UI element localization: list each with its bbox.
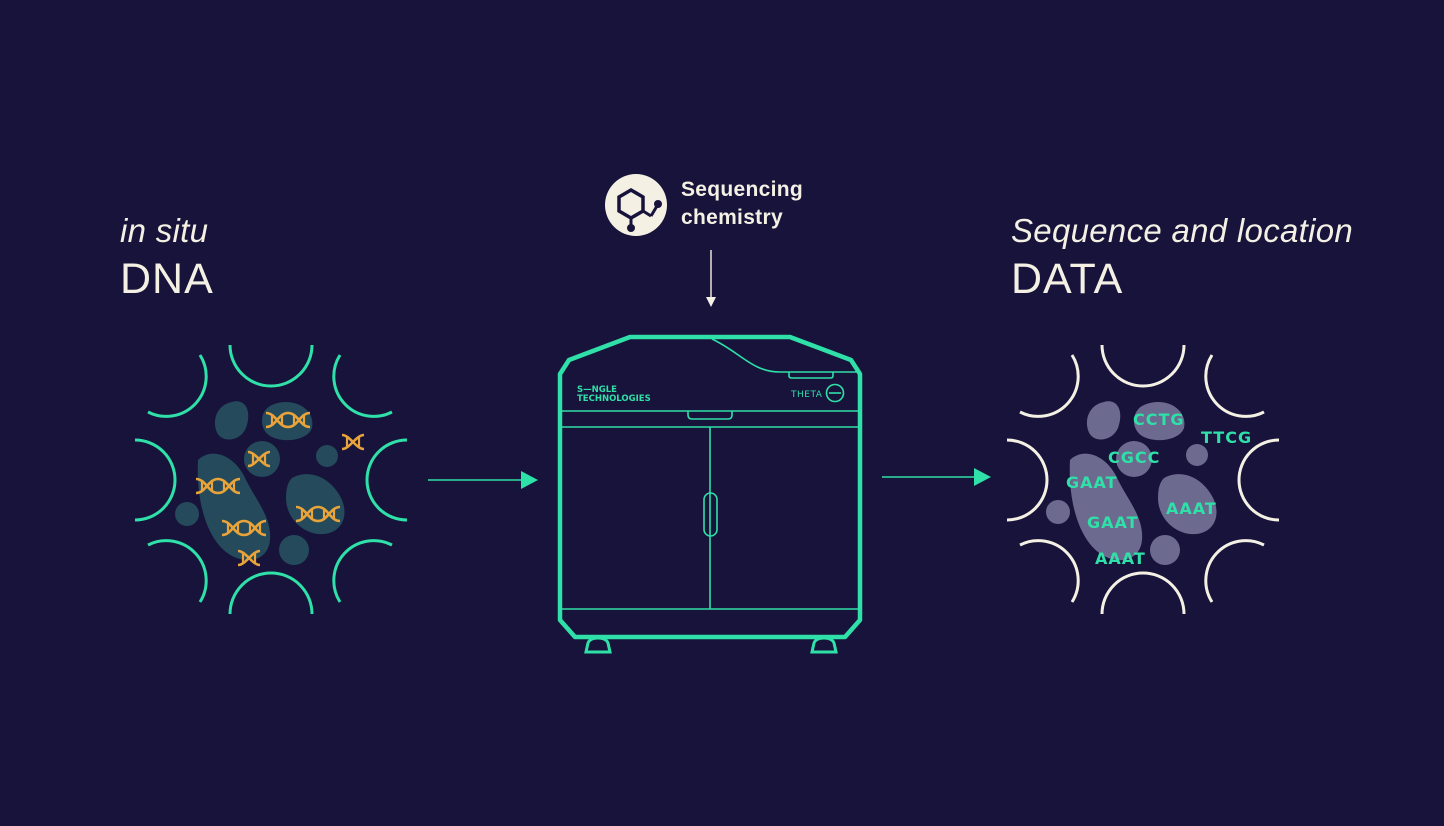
sequencer-instrument: S—NGLE TECHNOLOGIES THETA bbox=[557, 334, 863, 654]
cell-arc bbox=[228, 571, 314, 615]
tissue-blob bbox=[1116, 441, 1152, 477]
cell-arc bbox=[1100, 344, 1186, 388]
cell-arc bbox=[332, 539, 393, 603]
lid-handle bbox=[788, 372, 834, 379]
sequence-label: AAAT bbox=[1095, 549, 1146, 568]
dna-helix-icon bbox=[340, 433, 366, 451]
cell-arc bbox=[1019, 354, 1080, 418]
theta-logo-icon bbox=[825, 383, 845, 403]
tissue-blob bbox=[261, 401, 313, 441]
sequence-label: CCTG bbox=[1133, 410, 1185, 429]
right-cell-arcs bbox=[1006, 344, 1280, 615]
tissue-blob bbox=[279, 535, 309, 565]
tissue-blob bbox=[214, 401, 249, 440]
right-blobs bbox=[1046, 401, 1217, 565]
left-blobs bbox=[175, 401, 345, 565]
left-cell-arcs bbox=[134, 344, 408, 615]
cell-arc bbox=[147, 354, 208, 418]
tissue-blob bbox=[244, 441, 280, 477]
left-title: DNA bbox=[120, 255, 214, 303]
chemistry-label-line2: chemistry bbox=[681, 206, 783, 229]
instrument-foot-right bbox=[810, 636, 838, 654]
sequence-label: GAAT bbox=[1087, 513, 1139, 532]
cell-arc bbox=[1204, 354, 1265, 418]
brand-line1: S—NGLE bbox=[577, 385, 617, 395]
cell-arc bbox=[134, 438, 177, 522]
instrument-foot-left bbox=[584, 636, 612, 654]
cell-arc bbox=[1204, 539, 1265, 603]
sequence-label: TTCG bbox=[1201, 428, 1252, 447]
sequence-labels: CCTG TTCG CGCC GAAT GAAT AAAT AAAT bbox=[1066, 410, 1252, 568]
cell-arc bbox=[228, 344, 314, 388]
chemistry-label-line1: Sequencing bbox=[681, 178, 804, 201]
left-subtitle: in situ bbox=[120, 212, 209, 249]
model-name: THETA bbox=[790, 390, 823, 400]
arrow-to-data bbox=[882, 468, 991, 486]
tissue-blob bbox=[1046, 500, 1070, 524]
instrument-body bbox=[557, 334, 863, 640]
right-subtitle: Sequence and location bbox=[1011, 212, 1354, 249]
cell-arc bbox=[1237, 438, 1280, 522]
tissue-blob bbox=[175, 502, 199, 526]
sequence-label: GAAT bbox=[1066, 473, 1118, 492]
door-handle bbox=[703, 492, 718, 537]
molecule-icon bbox=[605, 174, 667, 236]
drawer-handle bbox=[687, 411, 733, 420]
arrow-chemistry-to-instrument bbox=[706, 250, 716, 307]
cell-arc bbox=[1019, 539, 1080, 603]
arrow-to-instrument bbox=[428, 471, 538, 489]
cell-arc bbox=[147, 539, 208, 603]
tissue-blob bbox=[1086, 401, 1121, 440]
cell-arc bbox=[1100, 571, 1186, 615]
tissue-blob bbox=[1186, 444, 1208, 466]
cell-arc bbox=[332, 354, 393, 418]
cell-arc bbox=[365, 438, 408, 522]
sequence-label: CGCC bbox=[1108, 448, 1160, 467]
sequence-label: AAAT bbox=[1166, 499, 1217, 518]
instrument-lid-curve bbox=[711, 338, 858, 373]
chemistry-label: Sequencing chemistry bbox=[681, 176, 803, 232]
tissue-blob bbox=[1150, 535, 1180, 565]
right-title: DATA bbox=[1011, 255, 1124, 303]
cell-arc bbox=[1006, 438, 1049, 522]
left-tissue-cluster bbox=[134, 344, 408, 615]
tissue-blob bbox=[1133, 401, 1185, 441]
right-tissue-cluster: CCTG TTCG CGCC GAAT GAAT AAAT AAAT bbox=[1006, 344, 1280, 615]
brand-line2: TECHNOLOGIES bbox=[577, 394, 651, 404]
tissue-blob bbox=[1158, 474, 1217, 535]
tissue-blob bbox=[286, 474, 345, 535]
tissue-blob bbox=[316, 445, 338, 467]
tissue-blob bbox=[1069, 453, 1143, 561]
